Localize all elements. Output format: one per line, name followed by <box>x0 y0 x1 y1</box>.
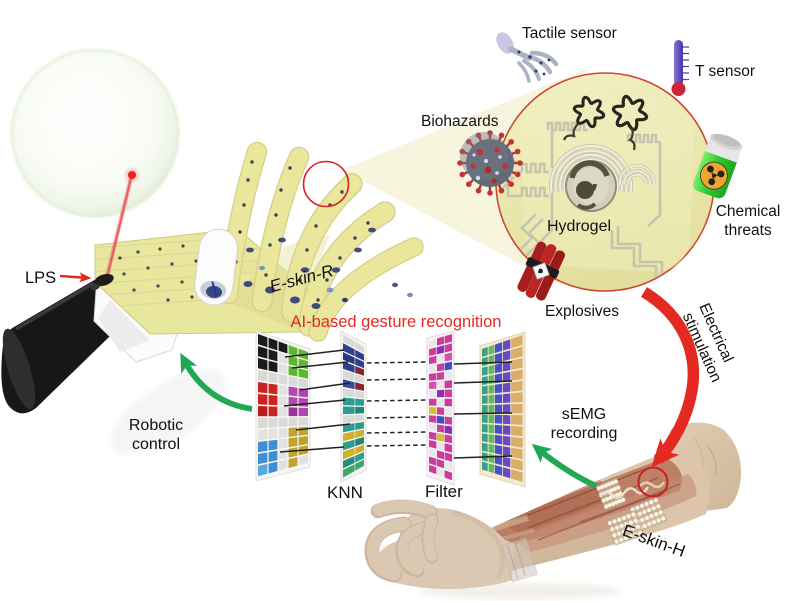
svg-text:AI-based gesture recognition: AI-based gesture recognition <box>291 313 502 331</box>
svg-text:Filter: Filter <box>425 482 463 501</box>
svg-text:threats: threats <box>724 222 772 239</box>
svg-text:Explosives: Explosives <box>545 303 619 320</box>
svg-text:KNN: KNN <box>327 483 363 502</box>
svg-text:Chemical: Chemical <box>716 203 781 220</box>
svg-text:Hydrogel: Hydrogel <box>547 218 611 235</box>
svg-text:Robotic: Robotic <box>129 417 183 434</box>
svg-text:LPS: LPS <box>25 269 56 287</box>
svg-text:T sensor: T sensor <box>695 63 755 80</box>
svg-text:recording: recording <box>551 425 618 442</box>
svg-text:control: control <box>132 436 180 453</box>
svg-text:sEMG: sEMG <box>562 406 606 423</box>
svg-text:Biohazards: Biohazards <box>421 113 499 130</box>
svg-text:Tactile sensor: Tactile sensor <box>522 25 617 42</box>
